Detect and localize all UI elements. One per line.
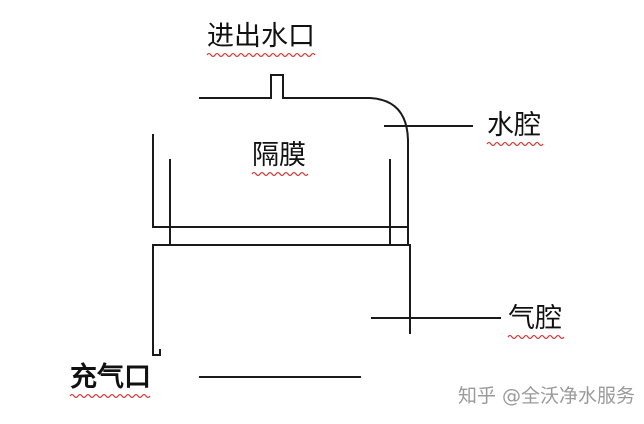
inlet-label: 进出水口 <box>207 21 315 52</box>
charge-port-label: 充气口 <box>70 361 151 393</box>
lower-left-wall <box>152 244 161 356</box>
charge-port-underline <box>69 393 151 399</box>
membrane-underline <box>251 171 309 177</box>
air-chamber-label: 气腔 <box>508 303 562 334</box>
inlet-underline <box>206 52 316 58</box>
membrane-label: 隔膜 <box>252 140 306 171</box>
top-cover-line <box>199 74 409 246</box>
air-chamber-underline <box>507 334 565 340</box>
watermark-text: 知乎 @全沃净水服务 <box>458 385 635 407</box>
water-chamber-label: 水腔 <box>487 110 541 141</box>
water-chamber-underline <box>486 141 544 147</box>
